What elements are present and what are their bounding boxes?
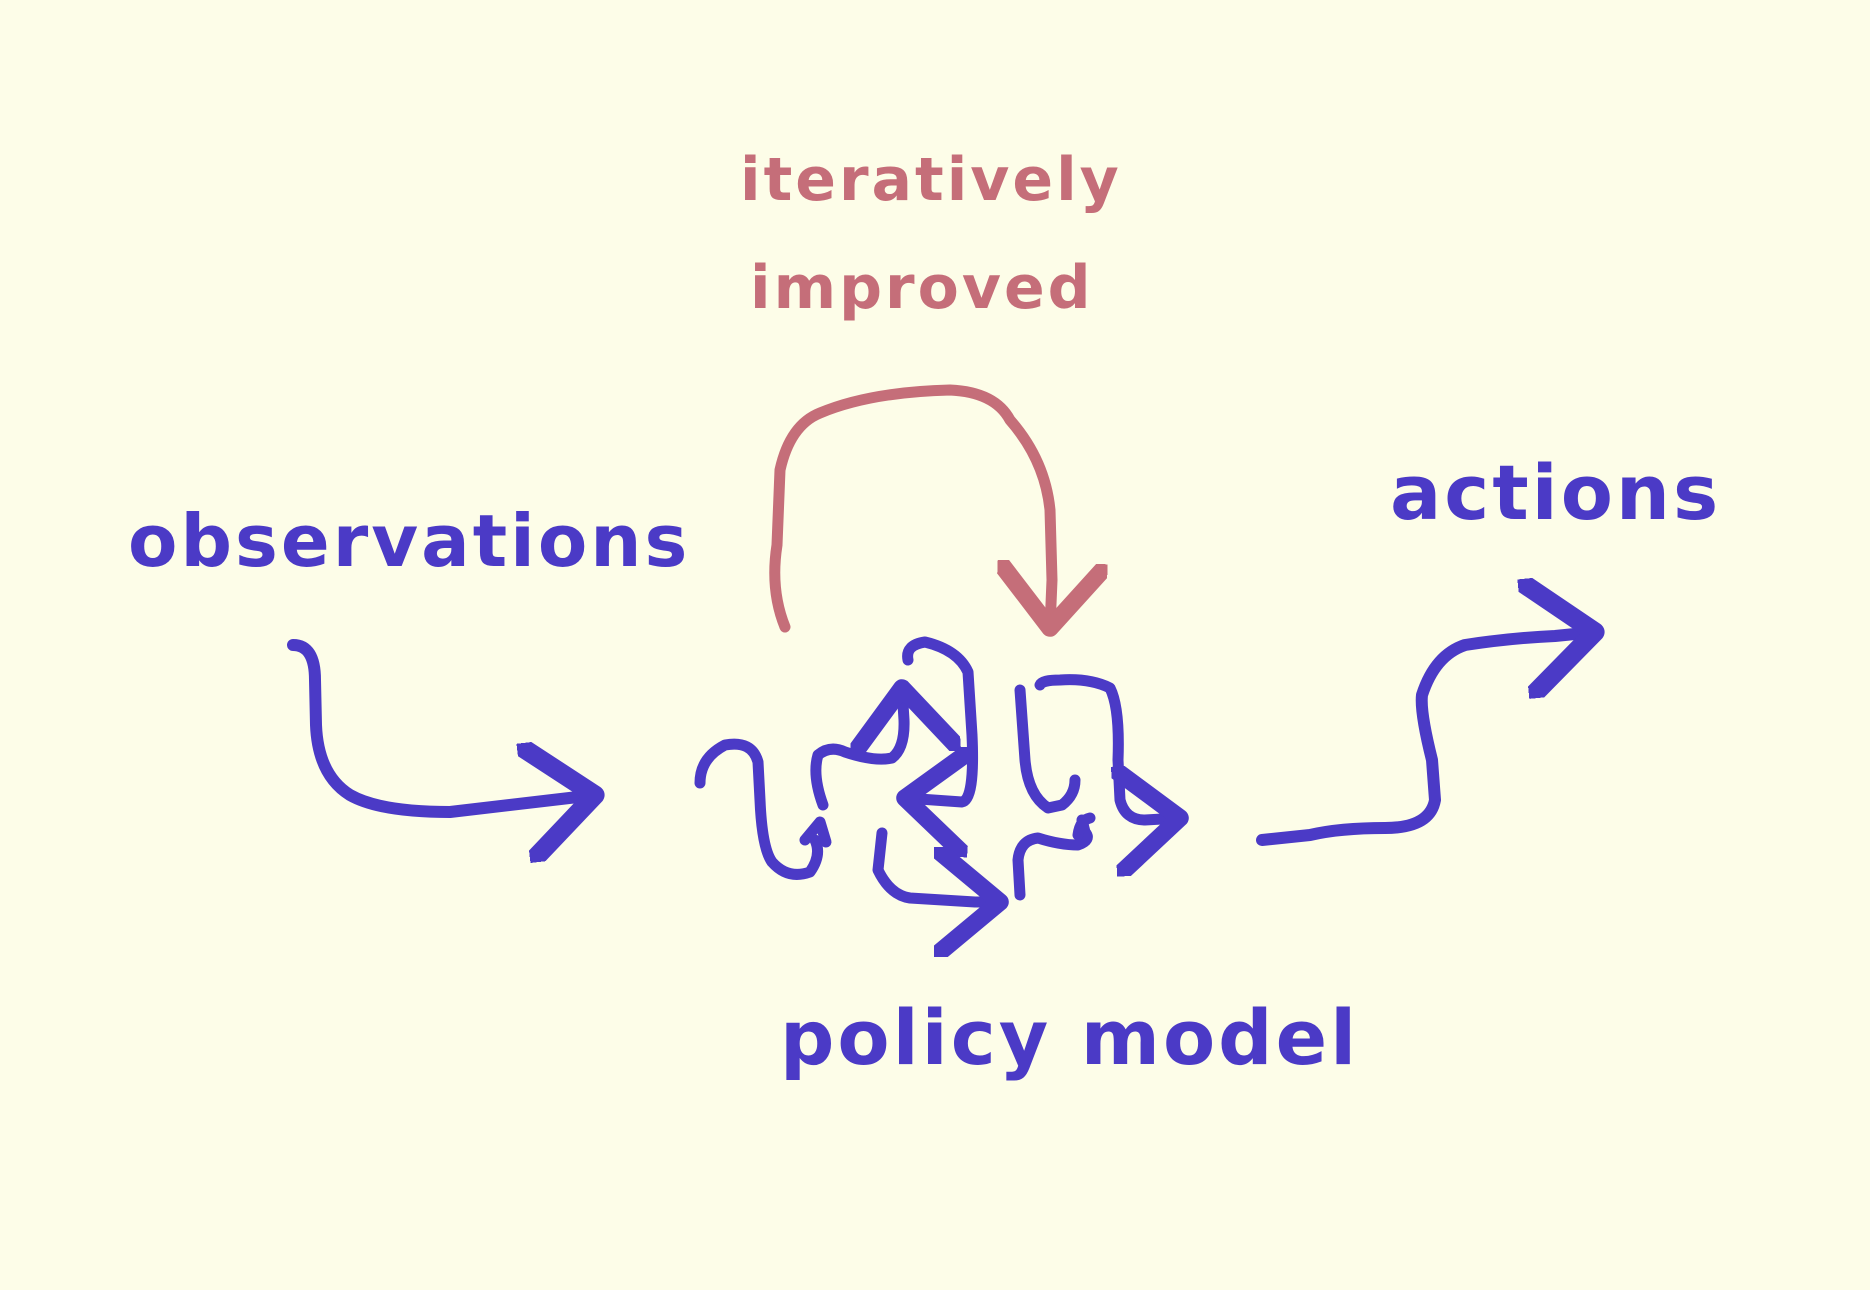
feedback-label-line2: improved [750,253,1094,323]
output-arrow [1256,632,1595,846]
input-arrow [287,639,595,812]
observations-label: observations [128,499,691,583]
policy-model-scribble [694,636,1180,902]
policy-model-label: policy model [780,993,1360,1082]
feedback-label-line1: iteratively [740,145,1122,215]
feedback-arrow [769,384,1052,628]
actions-label: actions [1390,448,1722,537]
